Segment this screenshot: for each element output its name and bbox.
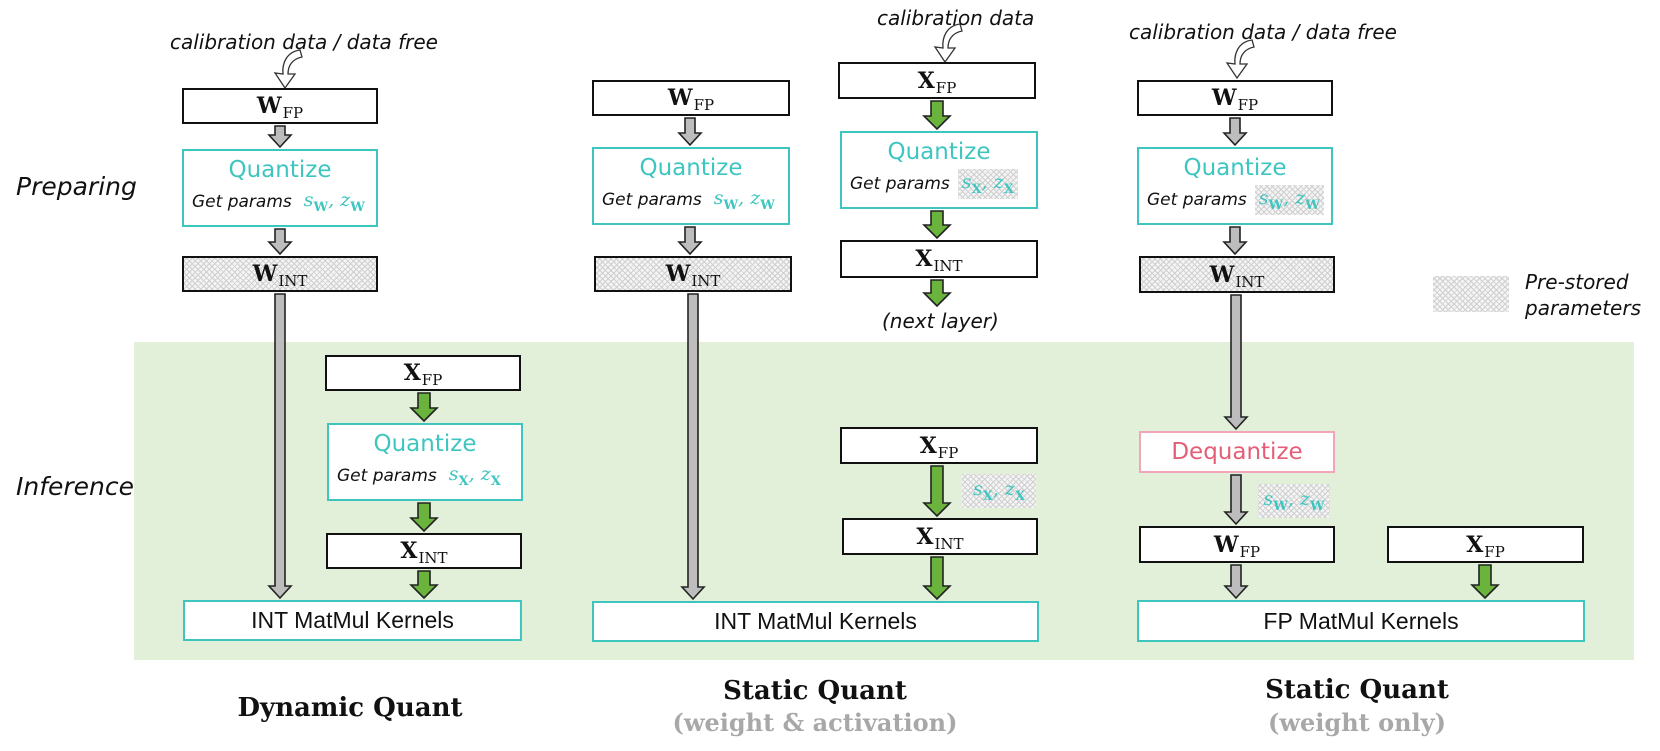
arrow-green — [922, 210, 952, 240]
node-quantize-weights: Quantize Get params sW, zW — [1137, 147, 1333, 225]
arrow-green — [409, 502, 439, 533]
arrow-green — [1470, 564, 1500, 600]
params-sw-zw-stored: sW, zW — [1258, 484, 1330, 518]
get-params-label: Get params — [1147, 189, 1247, 210]
arrow-green — [922, 465, 952, 518]
node-quantize-weights: Quantize Get params sW, zW — [592, 147, 790, 225]
stage-label-preparing: Preparing — [16, 172, 137, 201]
node-x-int-calibration: XINT — [840, 240, 1038, 278]
node-x-fp: XFP — [840, 427, 1038, 464]
subtitle-weight-only: (weight only) — [1268, 708, 1446, 737]
node-x-int: XINT — [842, 518, 1038, 555]
title-static-quant-wo: Static Quant — [1265, 675, 1449, 705]
node-w-int: WINT — [1139, 256, 1335, 293]
node-int-matmul-kernels: INT MatMul Kernels — [592, 601, 1039, 642]
node-quantize-activations: Quantize Get params sX, zX — [327, 423, 523, 501]
title-dynamic-quant: Dynamic Quant — [237, 693, 463, 723]
arrow-to-next-layer — [922, 279, 952, 308]
node-quantize-weights: Quantize Get params sW, zW — [182, 149, 378, 227]
get-params-label: Get params — [850, 173, 950, 194]
legend-hatch-swatch — [1433, 276, 1509, 312]
title-static-quant-wa: Static Quant — [723, 676, 907, 706]
quantize-label: Quantize — [639, 155, 743, 181]
arrow-gray — [677, 117, 703, 147]
get-params-label: Get params — [192, 191, 292, 212]
note-next-layer: (next layer) — [882, 309, 999, 333]
node-x-fp: XFP — [325, 355, 521, 391]
params-sw-zw: sW, zW — [713, 187, 775, 213]
node-w-int: WINT — [182, 256, 378, 292]
quantize-label: Quantize — [373, 431, 477, 457]
stage-label-inference: Inference — [16, 472, 135, 501]
node-x-fp-calibration: XFP — [838, 62, 1036, 99]
params-sx-zx: sX, zX — [448, 463, 501, 489]
quantize-label: Quantize — [1183, 155, 1287, 181]
note-calibration-data-free-1: calibration data / data free — [170, 30, 438, 54]
arrow-gray — [1222, 117, 1248, 147]
curved-arrow-icon — [273, 49, 303, 90]
get-params-label: Get params — [337, 465, 437, 486]
legend-label: Pre-stored parameters — [1525, 270, 1642, 320]
arrow-w-int-to-kernel — [680, 293, 706, 601]
params-sx-zx: sX, zX — [958, 169, 1018, 199]
node-x-int: XINT — [326, 533, 522, 569]
arrow-gray — [267, 125, 293, 149]
quantize-label: Quantize — [228, 157, 332, 183]
node-fp-matmul-kernels: FP MatMul Kernels — [1137, 600, 1585, 642]
node-quantize-activations: Quantize Get params sX, zX — [840, 131, 1038, 209]
arrow-green — [409, 570, 439, 600]
note-calibration-data: calibration data — [877, 6, 1035, 30]
node-w-int: WINT — [594, 256, 792, 292]
arrow-gray — [267, 228, 293, 256]
note-calibration-data-free-2: calibration data / data free — [1129, 20, 1397, 44]
node-w-fp: WFP — [592, 80, 790, 116]
quantize-label: Quantize — [887, 139, 991, 165]
node-w-fp: WFP — [1137, 80, 1333, 116]
node-int-matmul-kernels: INT MatMul Kernels — [183, 600, 522, 641]
params-sx-zx-stored: sX, zX — [962, 474, 1036, 508]
arrow-w-int-to-dequantize — [1223, 294, 1249, 431]
node-w-fp-dequantized: WFP — [1139, 526, 1335, 563]
arrow-gray — [1223, 564, 1249, 600]
arrow-gray — [1223, 474, 1249, 526]
subtitle-weight-activation: (weight & activation) — [672, 708, 958, 737]
node-x-fp: XFP — [1387, 526, 1584, 563]
curved-arrow-icon — [933, 23, 963, 64]
arrow-green — [409, 392, 439, 423]
node-w-fp: WFP — [182, 88, 378, 124]
curved-arrow-icon — [1225, 39, 1255, 80]
params-sw-zw: sW, zW — [1255, 185, 1324, 215]
get-params-label: Get params — [602, 189, 702, 210]
params-sw-zw: sW, zW — [303, 189, 365, 215]
node-dequantize: Dequantize — [1139, 431, 1335, 473]
arrow-green — [922, 100, 952, 131]
arrow-gray — [677, 226, 703, 256]
arrow-gray — [1222, 226, 1248, 256]
arrow-w-int-to-kernel — [267, 293, 293, 600]
arrow-green — [922, 556, 952, 601]
